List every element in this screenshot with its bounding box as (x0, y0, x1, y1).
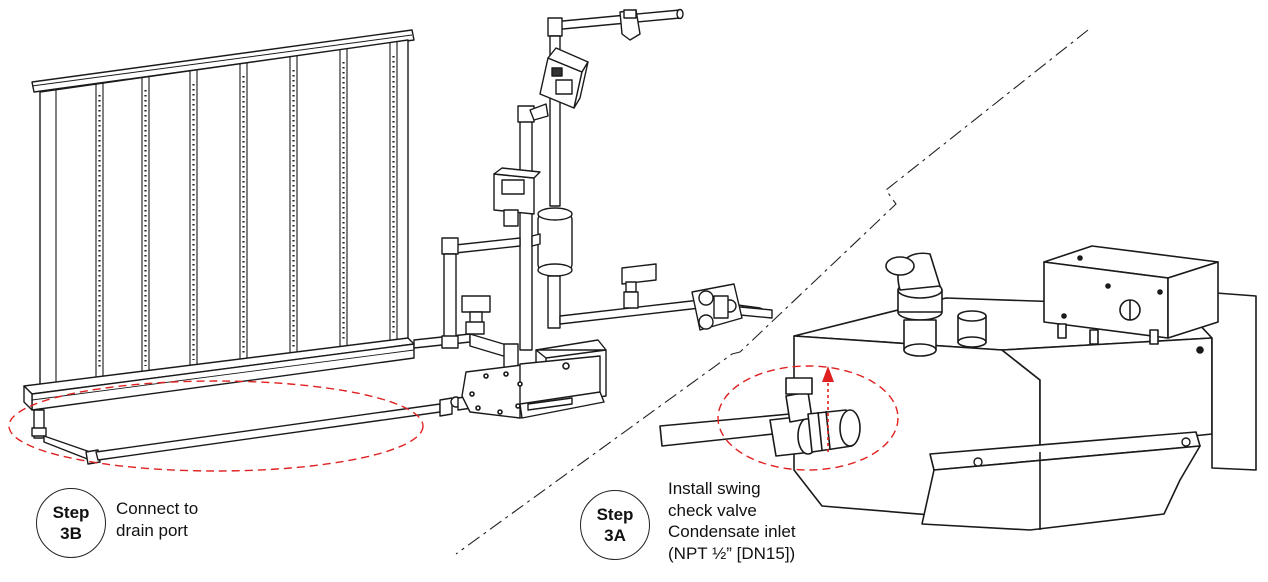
step-3a-number: 3A (604, 526, 626, 545)
step-3a-callout: Install swing check valve Condensate inl… (668, 478, 796, 564)
control-valve-middle (493, 167, 541, 227)
step-3b-line-1: Connect to (116, 499, 199, 518)
step-3b-number: 3B (60, 524, 82, 543)
step-3a-line-3: Condensate inlet (668, 522, 796, 541)
separator-tank (537, 207, 573, 329)
control-box (1043, 245, 1219, 345)
highlight-drain-port (8, 380, 424, 472)
solenoid-valve-left (461, 295, 491, 335)
steam-outlet-elbow (885, 252, 943, 357)
swing-check-valve (659, 377, 861, 457)
flow-direction-arrow (822, 366, 834, 452)
step-3b-word: Step (52, 503, 90, 522)
control-valve-upper (539, 47, 589, 109)
step-3b-badge: Step 3B (36, 488, 106, 558)
steam-manifold (441, 8, 773, 369)
solenoid-valve-right (621, 263, 657, 309)
step-3a-line-4: (NPT ½” [DN15]) (668, 543, 796, 563)
view-divider (455, 29, 1089, 555)
step-3b-callout: Connect to drain port (116, 498, 198, 541)
humidifier-cabinet (461, 339, 607, 419)
dispersion-panel (23, 29, 471, 439)
step-3b-line-2: drain port (116, 520, 188, 540)
top-fitting (957, 310, 987, 348)
step-3a-line-2: check valve (668, 500, 757, 520)
humidifier-tank-detail (793, 245, 1257, 531)
step-3a-line-1: Install swing (668, 479, 761, 498)
regulator-valve (691, 283, 743, 331)
step-3a-word: Step (596, 505, 634, 524)
highlight-check-valve (717, 365, 899, 471)
step-3a-badge: Step 3A (580, 490, 650, 560)
drain-pipe (43, 391, 502, 465)
